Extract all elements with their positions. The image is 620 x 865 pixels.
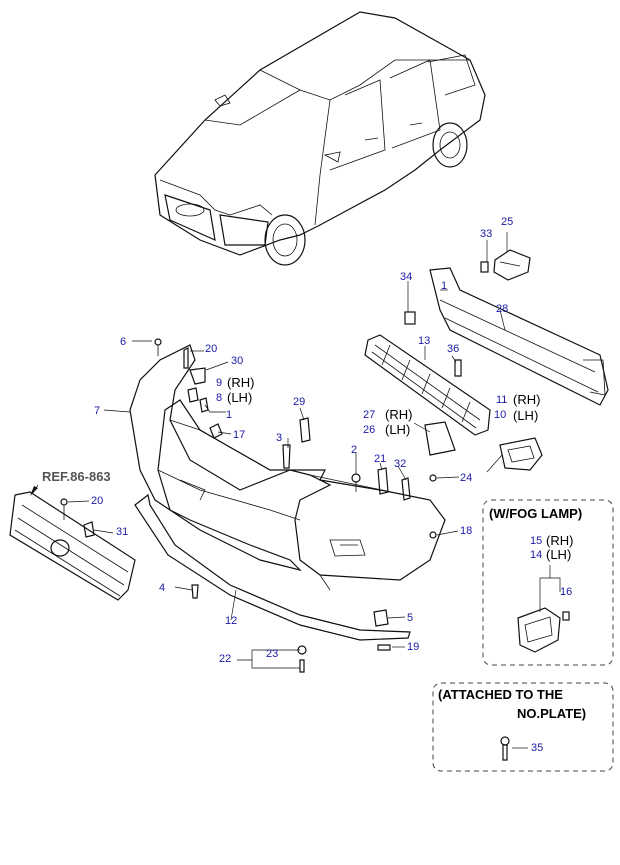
callout-32: 32 — [394, 458, 406, 470]
side-rh-27: (RH) — [385, 407, 412, 422]
side-rh-9: (RH) — [227, 375, 254, 390]
side-lh-10: (LH) — [513, 408, 538, 423]
side-rh-11: (RH) — [513, 392, 540, 407]
callout-20b: 20 — [91, 495, 103, 507]
callout-6: 6 — [120, 336, 126, 348]
callout-23: 23 — [266, 648, 278, 660]
callout-21: 21 — [374, 453, 386, 465]
side-lh-8: (LH) — [227, 390, 252, 405]
callout-18: 18 — [460, 525, 472, 537]
fasteners — [60, 338, 462, 673]
callout-19: 19 — [407, 641, 419, 653]
bracket-assembly — [480, 249, 531, 281]
side-rh-15: (RH) — [546, 533, 573, 548]
side-lh-14: (LH) — [546, 547, 571, 562]
callout-labels: 6 20 30 9 (RH) 8 (LH) 1 7 17 3 29 2 21 3… — [42, 216, 540, 665]
callout-8: 8 — [216, 392, 222, 404]
callout-14: 14 — [530, 549, 542, 561]
callout-16: 16 — [560, 586, 572, 598]
callout-31: 31 — [116, 526, 128, 538]
fog-lamp-box: (W/FOG LAMP) 15 (RH) 14 (LH) 16 — [482, 499, 614, 666]
callout-12: 12 — [225, 615, 237, 627]
callout-34: 34 — [400, 271, 412, 283]
callout-5: 5 — [407, 612, 413, 624]
callout-9: 9 — [216, 377, 222, 389]
upper-grille — [9, 484, 136, 601]
callout-28: 28 — [496, 303, 508, 315]
screw-icon — [500, 736, 510, 746]
lower-lip-strip — [134, 493, 411, 641]
callout-15: 15 — [530, 535, 542, 547]
callout-26: 26 — [363, 424, 375, 436]
bumper-cover — [129, 344, 446, 591]
callout-33: 33 — [480, 228, 492, 240]
ref-label: REF.86-863 — [42, 469, 111, 484]
fog-box-title: (W/FOG LAMP) — [489, 506, 582, 521]
leader-lines — [67, 232, 508, 669]
fog-cover — [499, 437, 543, 471]
callout-7: 7 — [94, 405, 100, 417]
callout-10: 10 — [494, 409, 506, 421]
vehicle-illustration — [154, 11, 486, 266]
callout-35: 35 — [531, 742, 543, 754]
fog-lamp-icon — [517, 607, 561, 653]
callout-25: 25 — [501, 216, 513, 228]
callout-3: 3 — [276, 432, 282, 444]
callout-17: 17 — [233, 429, 245, 441]
callout-30: 30 — [231, 355, 243, 367]
callout-27: 27 — [363, 409, 375, 421]
callout-1a: 1 — [441, 280, 447, 292]
callout-24: 24 — [460, 472, 472, 484]
callout-22: 22 — [219, 653, 231, 665]
callout-1b: 1 — [226, 409, 232, 421]
lower-grille — [364, 334, 491, 436]
side-lh-26: (LH) — [385, 422, 410, 437]
callout-11: 11 — [496, 394, 507, 406]
callout-20a: 20 — [205, 343, 217, 355]
plate-box-line2: NO.PLATE) — [517, 706, 586, 721]
callout-29: 29 — [293, 396, 305, 408]
callout-2: 2 — [351, 444, 357, 456]
plate-box: (ATTACHED TO THE NO.PLATE) 35 — [432, 682, 614, 772]
callout-4: 4 — [159, 582, 165, 594]
bumper-beam — [404, 267, 609, 406]
callout-13: 13 — [418, 335, 430, 347]
callout-36: 36 — [447, 343, 459, 355]
plate-box-line1: (ATTACHED TO THE — [438, 687, 563, 702]
